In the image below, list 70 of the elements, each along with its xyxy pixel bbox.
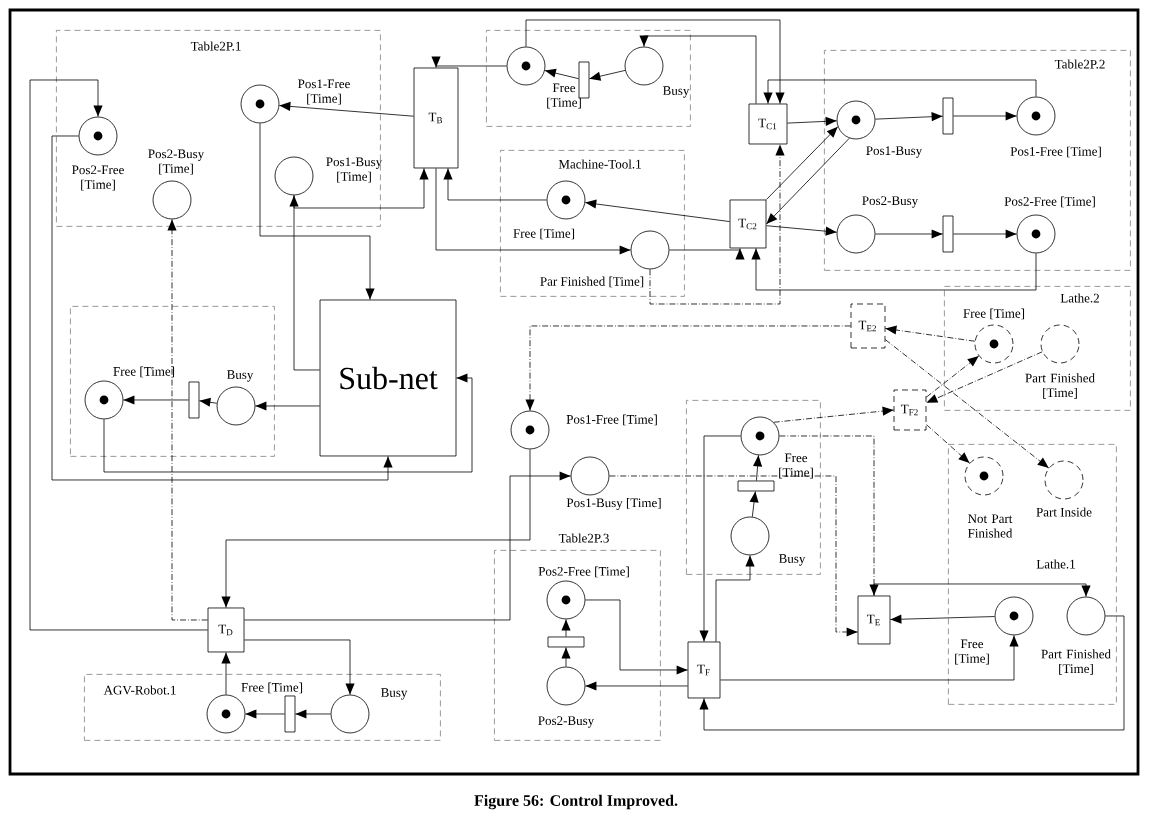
arc-arrow (199, 397, 218, 407)
arc-arrow (766, 126, 839, 200)
arc-arrow (953, 229, 1017, 239)
arc-arrow (29, 79, 208, 631)
arc-arrow (885, 339, 1050, 469)
group-box (70, 306, 275, 457)
figure-caption: Figure 56: Control Improved. (474, 794, 678, 810)
timed-transition-bar (547, 636, 585, 648)
arc-arrow (763, 79, 1037, 104)
arc-arrow (873, 583, 1091, 597)
arc-arrow (669, 248, 745, 260)
arc-arrow (295, 709, 331, 719)
arc-arrow (720, 635, 1019, 681)
arc-arrow (443, 168, 547, 201)
arc-arrow (167, 219, 208, 621)
arc-arrow (773, 406, 894, 423)
arc-arrow (584, 199, 730, 222)
arc-arrow (561, 619, 571, 637)
arc-arrow (926, 351, 1043, 404)
arc-arrow (699, 435, 741, 642)
arc-arrow (715, 555, 755, 642)
arc-arrow (259, 123, 375, 300)
subnet-box: Sub-net (319, 299, 457, 457)
timed-transition-bar (737, 480, 775, 492)
arc-arrow (289, 195, 320, 371)
arc-arrow (525, 325, 851, 411)
arc-arrow (749, 491, 759, 518)
arc-arrow (431, 56, 507, 68)
timed-transition-bar (578, 61, 590, 99)
arc-arrow (766, 225, 838, 236)
arc-arrow (751, 248, 1037, 291)
arc-arrow (245, 709, 285, 719)
arc-arrow (244, 471, 571, 621)
arc-arrow (435, 168, 631, 255)
arc-arrow (278, 101, 414, 117)
arc-arrow (123, 395, 189, 405)
arc-arrow (221, 449, 531, 608)
arc-arrow (51, 135, 393, 481)
arc-arrow (293, 168, 429, 209)
timed-transition-bar (188, 381, 200, 419)
timed-transition-bar (284, 695, 296, 733)
arc-arrow (585, 681, 688, 691)
timed-transition-bar (942, 97, 954, 135)
arc-arrow (875, 229, 943, 239)
arc-arrow (244, 639, 355, 695)
group-box (686, 400, 821, 575)
arc-arrow (779, 435, 879, 596)
arc-arrow (875, 112, 943, 122)
arc-arrow (103, 373, 473, 473)
arc-arrow (255, 401, 320, 411)
arc-arrow (221, 652, 231, 695)
arc-arrow (561, 647, 571, 667)
arc-arrow (699, 615, 1125, 731)
arc-arrow (609, 475, 858, 637)
timed-transition-bar (942, 215, 954, 253)
arc-arrow (753, 454, 763, 481)
arc-arrow (787, 116, 838, 126)
arc-arrow (953, 111, 1017, 121)
arc-arrow (589, 70, 626, 81)
arc-arrow (766, 137, 850, 225)
arc-arrow (639, 35, 757, 104)
group-box (486, 30, 691, 127)
arc-arrow (890, 614, 995, 624)
arc-arrow (525, 19, 785, 104)
arc-arrow (649, 144, 785, 305)
arc-arrow (544, 68, 579, 80)
arc-arrow (885, 325, 976, 342)
arc-arrow (926, 424, 970, 464)
arc-arrow (926, 355, 980, 398)
arc-arrow (585, 599, 688, 675)
